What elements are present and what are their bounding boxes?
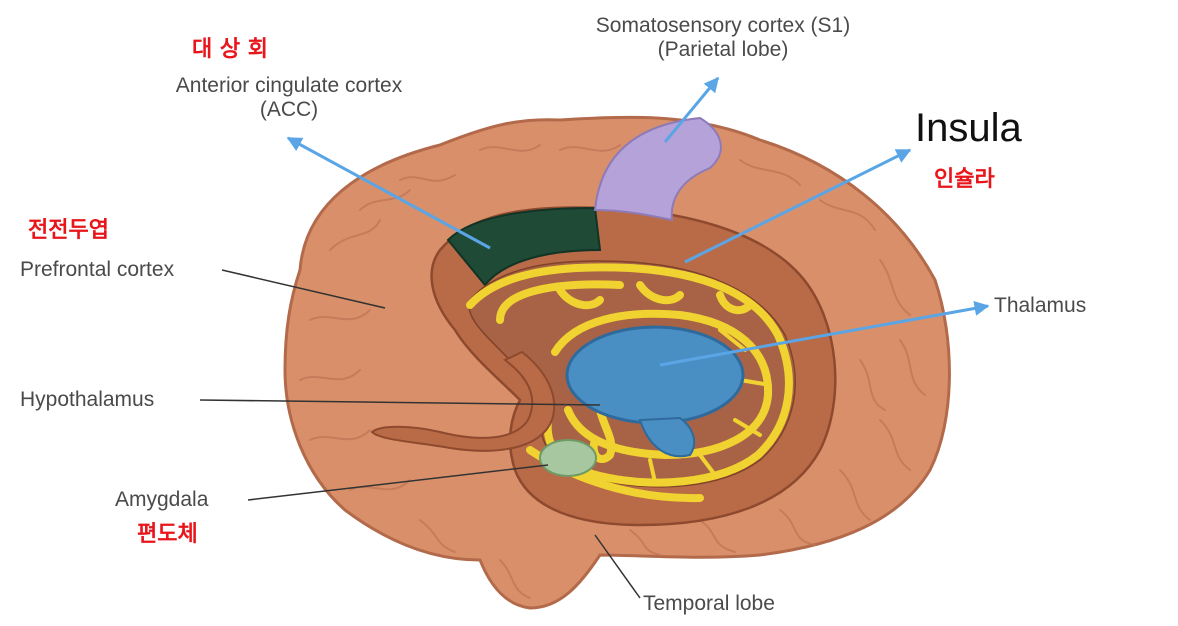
amygdala-region <box>539 439 597 477</box>
arrow-icon <box>684 148 912 264</box>
s1-label: Somatosensory cortex (S1) (Parietal lobe… <box>543 14 903 62</box>
insula-label: Insula <box>915 106 1022 150</box>
s1-label-line2: (Parietal lobe) <box>657 38 789 61</box>
amygdala-label: Amygdala <box>115 488 209 511</box>
insula-korean-label: 인슐라 <box>934 167 995 192</box>
thalamus-tail <box>638 416 696 458</box>
acc-region <box>446 206 602 287</box>
thalamus-region <box>565 325 745 425</box>
arrows <box>286 76 990 367</box>
acc-korean-label: 대 상 회 <box>192 37 269 62</box>
acc-label-line1: Anterior cingulate cortex <box>175 74 403 97</box>
hypothalamus-hook <box>370 350 556 452</box>
amygdala-korean-label: 편도체 <box>137 522 198 547</box>
prefrontal-label: Prefrontal cortex <box>20 258 175 281</box>
hypothalamus-label: Hypothalamus <box>20 388 155 411</box>
s1-region <box>593 116 722 222</box>
arrow-icon <box>663 76 720 143</box>
temporal-lobe-label: Temporal lobe <box>643 592 775 615</box>
s1-label-line1: Somatosensory cortex (S1) <box>595 14 851 37</box>
prefrontal-korean-label: 전전두엽 <box>28 218 109 243</box>
thalamus-label: Thalamus <box>994 294 1087 317</box>
arrow-icon <box>659 301 990 367</box>
acc-label: Anterior cingulate cortex (ACC) <box>130 74 448 122</box>
leader-lines <box>199 269 641 599</box>
acc-label-line2: (ACC) <box>259 98 319 121</box>
arrow-icon <box>286 136 491 250</box>
